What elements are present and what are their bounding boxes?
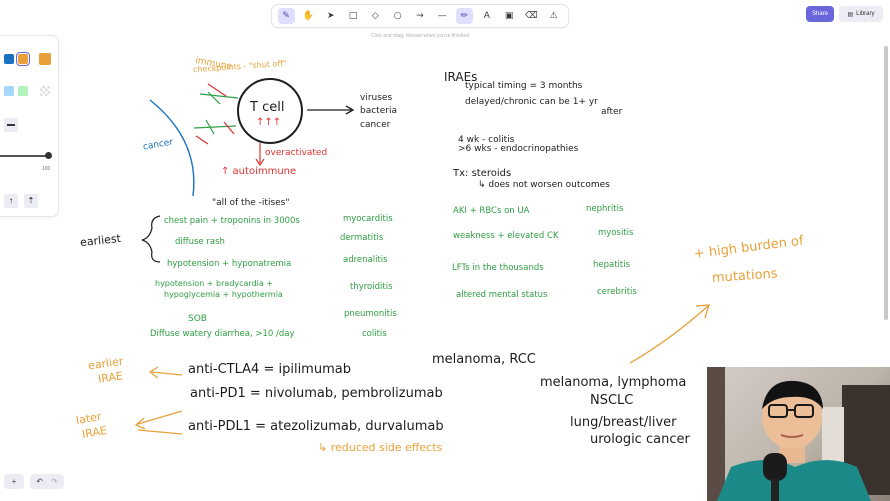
selection-icon[interactable]: ➤ bbox=[326, 11, 335, 21]
drug-ctla4-use: melanoma, RCC bbox=[432, 352, 536, 367]
eraser-icon[interactable]: ⌫ bbox=[525, 11, 538, 21]
irae-tx: Tx: steroids bbox=[453, 168, 512, 179]
presenter-video bbox=[707, 367, 890, 501]
toolbar-hint: Click and drag, release when you're fini… bbox=[371, 33, 469, 39]
share-button[interactable]: Share bbox=[806, 6, 834, 22]
irae-endo: >6 wks - endocrinopathies bbox=[458, 144, 579, 154]
earliest-brace bbox=[141, 215, 161, 263]
webcam-overlay bbox=[707, 367, 890, 501]
properties-panel: 100 ↑ ⇡ bbox=[0, 36, 58, 216]
organ-1: myocarditis bbox=[343, 214, 393, 224]
drug-nsclc: NSCLC bbox=[590, 393, 634, 408]
zoom-in-button[interactable]: + bbox=[4, 474, 24, 489]
color-swatch-orange[interactable] bbox=[16, 52, 30, 66]
transparent-swatch[interactable] bbox=[40, 86, 50, 96]
rectangle-icon[interactable]: □ bbox=[348, 11, 358, 21]
color-swatch-lightblue[interactable] bbox=[4, 86, 14, 96]
right-organ-4: cerebritis bbox=[597, 287, 637, 297]
bring-forward-button[interactable]: ↑ bbox=[4, 194, 18, 208]
opacity-value: 100 bbox=[42, 166, 51, 172]
overactivated-label: overactivated bbox=[265, 148, 328, 158]
right-organ-2: myositis bbox=[598, 228, 634, 238]
drug-pdl1: anti-PDL1 = atezolizumab, durvalumab bbox=[188, 419, 444, 434]
library-label: Library bbox=[856, 11, 875, 17]
line-icon[interactable]: — bbox=[437, 11, 447, 21]
image-icon[interactable]: ▣ bbox=[504, 11, 514, 21]
right-organ-1: nephritis bbox=[586, 204, 624, 214]
symptom-6: SOB bbox=[188, 314, 207, 324]
color-swatch-blue[interactable] bbox=[4, 54, 14, 64]
tcell-arrows: ↑↑↑ bbox=[256, 117, 282, 128]
more-tools-icon[interactable]: ⚠ bbox=[549, 11, 558, 21]
redo-icon: ↷ bbox=[51, 477, 58, 486]
irae-after: after bbox=[601, 107, 623, 117]
color-swatch-lightgreen[interactable] bbox=[18, 86, 28, 96]
irae-timing: typical timing = 3 months bbox=[465, 81, 583, 91]
organ-2: dermatitis bbox=[340, 233, 384, 243]
symptom-5: hypoglycemia + hypothermia bbox=[164, 290, 283, 299]
diamond-icon[interactable]: ◇ bbox=[371, 11, 379, 21]
drug-pdl1-use: lung/breast/liver bbox=[570, 415, 677, 430]
opacity-slider-thumb[interactable] bbox=[45, 152, 52, 159]
tcell-circle bbox=[237, 78, 303, 144]
organ-6: pneumonitis bbox=[344, 309, 397, 319]
irae-colitis: 4 wk - colitis bbox=[458, 135, 515, 145]
right-item-1: AKI + RBCs on UA bbox=[453, 206, 530, 216]
symptom-3: hypotension + hyponatremia bbox=[167, 259, 292, 269]
pencil-icon[interactable]: ✏ bbox=[456, 8, 474, 24]
arrow-icon[interactable]: → bbox=[416, 11, 424, 21]
organ-3: adrenalitis bbox=[343, 255, 388, 265]
target-cancer: cancer bbox=[360, 120, 391, 130]
autoimmune-label: ↑ autoimmune bbox=[221, 166, 297, 177]
undo-button[interactable]: ↶↷ bbox=[30, 474, 64, 489]
stroke-width-button[interactable] bbox=[4, 118, 18, 132]
text-icon[interactable]: A bbox=[483, 11, 490, 21]
tcell-label: T cell bbox=[250, 100, 285, 115]
right-item-4: altered mental status bbox=[456, 290, 548, 300]
target-viruses: viruses bbox=[360, 93, 393, 103]
irae-title: IRAEs bbox=[444, 70, 478, 84]
irae-delayed: delayed/chronic can be 1+ yr bbox=[465, 97, 598, 107]
right-organ-3: hepatitis bbox=[593, 260, 631, 270]
drug-pd1-use: melanoma, lymphoma bbox=[540, 375, 687, 390]
book-icon: ▤ bbox=[847, 11, 854, 18]
symptom-1: chest pain + troponins in 3000s bbox=[164, 216, 300, 226]
lock-icon[interactable]: ✎ bbox=[277, 8, 295, 24]
right-item-3: LFTs in the thousands bbox=[452, 263, 544, 273]
itises-label: "all of the -itises" bbox=[212, 198, 290, 208]
library-button[interactable]: ▤ Library bbox=[839, 6, 883, 22]
right-item-2: weakness + elevated CK bbox=[453, 231, 559, 241]
symptom-2: diffuse rash bbox=[175, 237, 225, 247]
symptom-4: hypotension + bradycardia + bbox=[155, 279, 274, 288]
target-bacteria: bacteria bbox=[360, 106, 397, 116]
vertical-scrollbar[interactable] bbox=[884, 46, 888, 320]
ellipse-icon[interactable]: ○ bbox=[393, 11, 402, 21]
reduced-side-effects: ↳ reduced side effects bbox=[318, 441, 443, 454]
bring-to-front-button[interactable]: ⇡ bbox=[24, 194, 38, 208]
shape-toolbar: ✎ ✋ ➤ □ ◇ ○ → — ✏ A ▣ ⌫ ⚠ bbox=[272, 5, 568, 27]
organ-4: thyroiditis bbox=[350, 282, 393, 292]
undo-icon: ↶ bbox=[36, 477, 43, 486]
color-swatch-orange-large[interactable] bbox=[39, 53, 51, 65]
cancer-membrane bbox=[149, 99, 195, 197]
drug-urologic: urologic cancer bbox=[590, 432, 690, 447]
hand-icon[interactable]: ✋ bbox=[302, 11, 315, 21]
drug-pd1: anti-PD1 = nivolumab, pembrolizumab bbox=[190, 386, 443, 401]
opacity-slider[interactable] bbox=[0, 155, 50, 157]
organ-7: colitis bbox=[362, 329, 387, 339]
earlier-irae-2: IRAE bbox=[97, 369, 124, 386]
drug-ctla4: anti-CTLA4 = ipilimumab bbox=[188, 362, 351, 377]
symptom-7: Diffuse watery diarrhea, >10 /day bbox=[150, 329, 295, 339]
irae-not-worsen: ↳ does not worsen outcomes bbox=[478, 180, 610, 190]
